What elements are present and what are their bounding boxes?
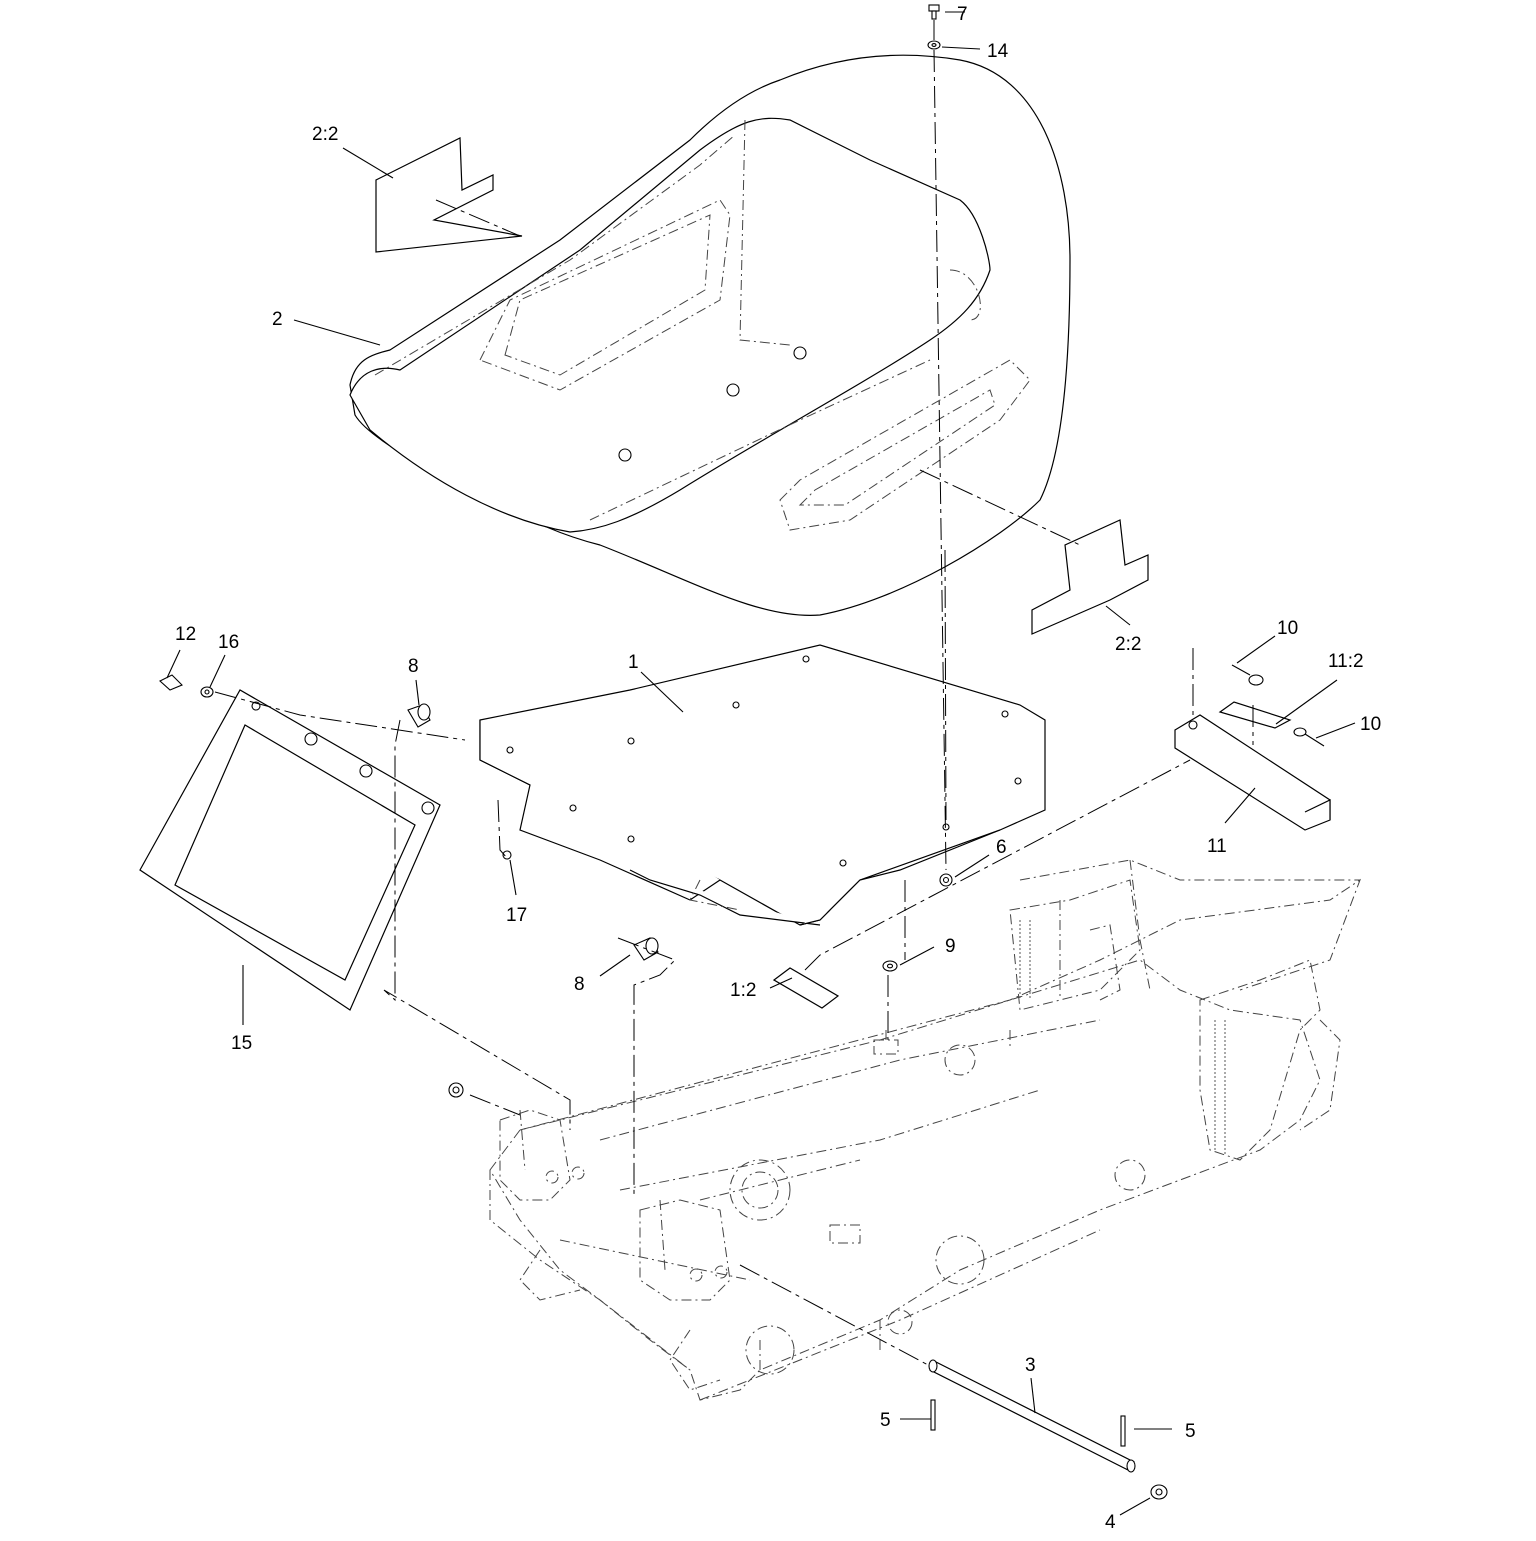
- callout-9: 9: [945, 936, 956, 957]
- decal-1-2: [772, 967, 840, 1009]
- seat-bracket: [1174, 701, 1331, 831]
- callout-17: 17: [506, 905, 527, 926]
- pin-10-right: [1293, 727, 1325, 747]
- callout-8-bottom: 8: [574, 974, 585, 995]
- callout-5-right: 5: [1185, 1421, 1196, 1442]
- washer-14: [927, 40, 941, 50]
- pin-10-top: [1231, 664, 1264, 686]
- callout-11-2: 11:2: [1328, 651, 1364, 672]
- bushing-8-top: [407, 703, 431, 728]
- callout-10-right: 10: [1360, 714, 1381, 735]
- callout-7: 7: [957, 4, 968, 25]
- callout-4: 4: [1105, 1512, 1116, 1533]
- callout-14: 14: [987, 41, 1009, 62]
- machine-frame: [448, 859, 1362, 1401]
- callout-6: 6: [996, 837, 1007, 858]
- decal-2-2-top: [375, 137, 523, 253]
- callout-15: 15: [231, 1033, 252, 1054]
- shaft-3: [928, 1359, 1136, 1473]
- callout-2-2-right: 2:2: [1115, 634, 1141, 655]
- nut-6: [939, 873, 953, 887]
- callout-5-left: 5: [880, 1410, 891, 1431]
- decal-2-2-right: [1031, 519, 1149, 635]
- pin-5-right: [1120, 1415, 1126, 1447]
- callout-1-2: 1:2: [730, 980, 756, 1001]
- pin-5-left: [930, 1399, 936, 1431]
- seat-pan: [479, 644, 1046, 926]
- callout-labels: 7 14 2:2 2 2:2 12 16 8 1 10 11:2 10 6 11…: [175, 4, 1381, 1533]
- seat-cushion: [349, 54, 1071, 617]
- leader-lines: [166, 11, 1356, 1516]
- bolt-7: [928, 4, 940, 20]
- callout-2: 2: [272, 309, 283, 330]
- callout-8-top: 8: [408, 656, 419, 677]
- callout-12: 12: [175, 624, 196, 645]
- bolt-12: [159, 674, 183, 691]
- callout-11: 11: [1207, 836, 1227, 857]
- callout-16: 16: [218, 632, 239, 653]
- callout-10-top: 10: [1277, 618, 1298, 639]
- nut-17: [502, 850, 512, 860]
- callout-3: 3: [1025, 1355, 1036, 1376]
- assembly-lines: [214, 20, 1254, 1367]
- washer-4: [1150, 1484, 1168, 1500]
- callout-2-2-top: 2:2: [312, 124, 338, 145]
- washer-9: [882, 960, 898, 972]
- seat-back-panel: [139, 689, 441, 1011]
- washer-16: [200, 686, 214, 698]
- callout-1: 1: [628, 652, 639, 673]
